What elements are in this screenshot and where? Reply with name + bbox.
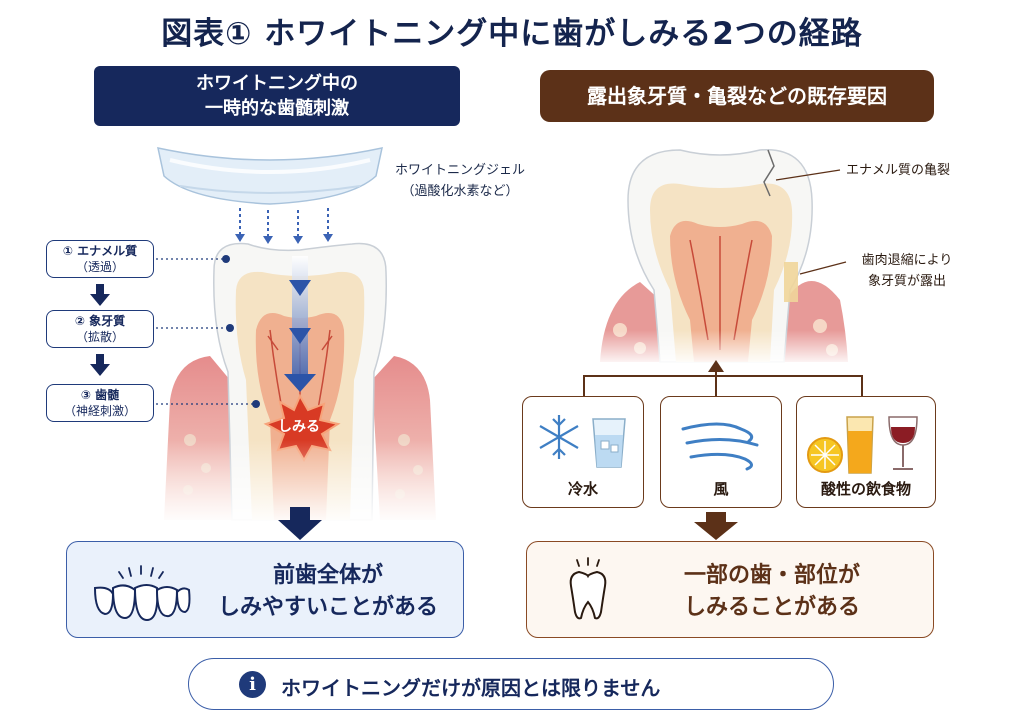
right-header: 露出象牙質・亀裂などの既存要因 [540,70,934,122]
recession-annotation-line2: 象牙質が露出 [867,274,946,289]
single-tooth-icon [569,557,607,620]
crack-annotation: エナメル質の亀裂 [846,163,951,178]
left-result-line2: しみやすいことがある [217,595,438,620]
enamel-crack-icon [763,149,775,197]
step-enamel-sub: （透過） [75,260,124,274]
note-banner: i ホワイトニングだけが原因とは限りません [188,658,834,710]
gel-label-line1: ホワイトニングジェル [394,163,525,178]
snowflake-water-icon [539,415,626,468]
right-result-text: 一部の歯・部位が しみることがある [627,560,917,624]
page-title: 図表① ホワイトニング中に歯がしみる2つの経路 [161,16,863,52]
stimulus-cold-water-label: 冷水 [567,480,598,498]
recession-annotation-line1: 歯肉退縮により [861,253,953,268]
stimulus-wind: 風 [660,396,782,508]
step-enamel-label: ① エナメル質 [62,244,138,258]
wind-icon [681,422,759,471]
stimulus-acidic: 酸性の飲食物 [796,396,936,508]
info-icon: i [239,671,266,698]
note-text: ホワイトニングだけが原因とは限りません [281,676,661,700]
step-dentin-sub: （拡散） [75,330,124,344]
gel-label: ホワイトニングジェル （過酸化水素など） [370,160,550,202]
left-result-box: 前歯全体が しみやすいことがある [66,541,464,638]
stimulus-wind-label: 風 [713,480,729,498]
step-dentin-label: ② 象牙質 [74,314,126,328]
lemon-juice-wine-icon [807,416,918,474]
recession-annotation: 歯肉退縮により 象牙質が露出 [852,250,962,292]
right-result-line2: しみることがある [683,595,860,620]
step-arrow-icon [90,284,110,306]
step-arrow-icon [90,354,110,376]
left-down-arrow [278,507,322,540]
step-enamel: ① エナメル質 （透過） [46,240,154,278]
stimulus-cold-water: 冷水 [522,396,644,508]
stimulus-acidic-label: 酸性の飲食物 [820,480,911,498]
step-dentin: ② 象牙質 （拡散） [46,310,154,348]
right-result-line1: 一部の歯・部位が [683,563,860,588]
shimiru-label: しみる [278,419,320,435]
right-down-arrow [694,512,738,540]
gel-flow-arrows [239,208,329,238]
whitening-tray-icon [157,147,383,205]
step-pulp-label: ③ 歯髄 [80,388,120,402]
right-result-box: 一部の歯・部位が しみることがある [526,541,934,638]
left-result-text: 前歯全体が しみやすいことがある [203,560,453,624]
left-header-line1: ホワイトニング中の [196,73,358,94]
front-teeth-icon [93,565,191,622]
right-tooth-pulp [670,220,772,362]
left-result-line1: 前歯全体が [272,563,383,588]
left-header: ホワイトニング中の 一時的な歯髄刺激 [94,66,460,126]
left-header-line2: 一時的な歯髄刺激 [205,98,349,119]
gel-label-line2: （過酸化水素など） [401,184,519,199]
step-pulp: ③ 歯髄 （神経刺激） [46,384,154,422]
step-pulp-sub: （神経刺激） [63,404,136,418]
